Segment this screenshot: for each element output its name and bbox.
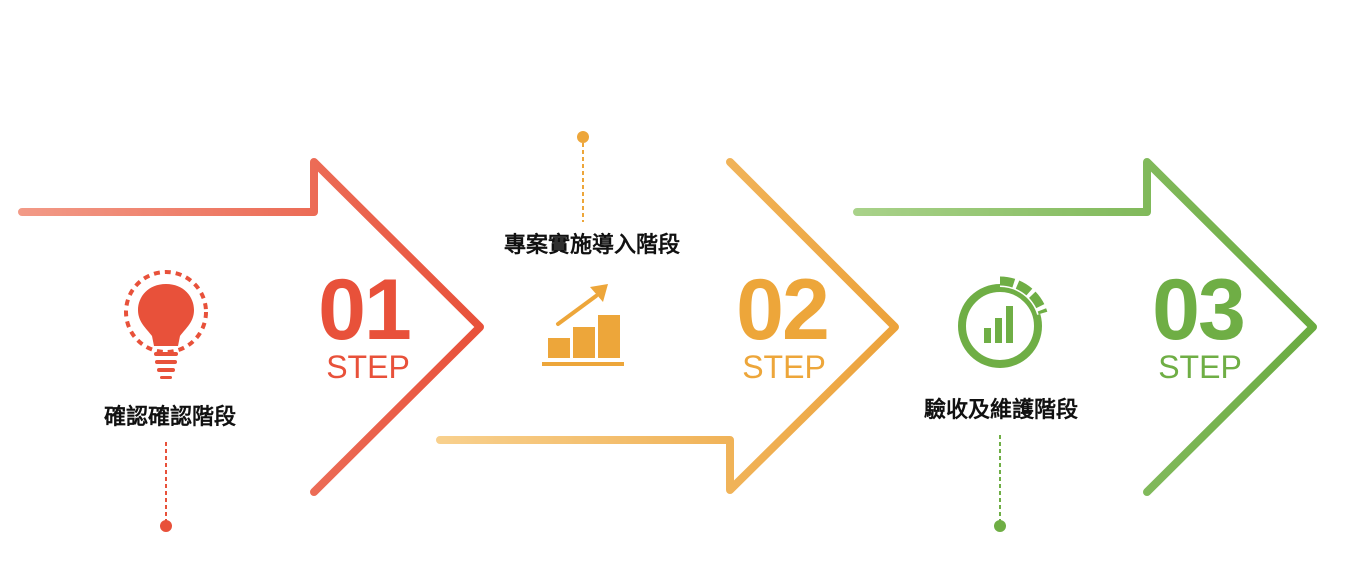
step-3: 驗收及維護階段 03 STEP <box>853 158 1317 532</box>
step-2-number: 02 <box>736 262 828 358</box>
step-1: 確認確認階段 01 STEP <box>18 158 484 532</box>
step-1-step-word: STEP <box>326 349 410 385</box>
step-3-dot <box>994 520 1006 532</box>
arrow-3-outline <box>853 158 1317 496</box>
donut-chart-icon <box>958 276 1048 368</box>
step-1-label: 確認確認階段 <box>104 404 236 430</box>
step-3-step-word: STEP <box>1158 349 1242 385</box>
arrow-2-outline <box>436 158 899 494</box>
step-3-number: 03 <box>1152 262 1244 358</box>
lightbulb-icon <box>124 270 208 379</box>
step-2-label: 專案實施導入階段 <box>504 232 680 258</box>
step-2: 專案實施導入階段 02 STEP <box>436 131 899 494</box>
step-1-number: 01 <box>318 262 410 358</box>
arrow-1-outline <box>18 158 484 496</box>
step-2-dot <box>577 131 589 143</box>
growth-chart-icon <box>542 284 624 366</box>
step-1-dot <box>160 520 172 532</box>
step-3-label: 驗收及維護階段 <box>924 397 1078 423</box>
step-2-step-word: STEP <box>742 349 826 385</box>
